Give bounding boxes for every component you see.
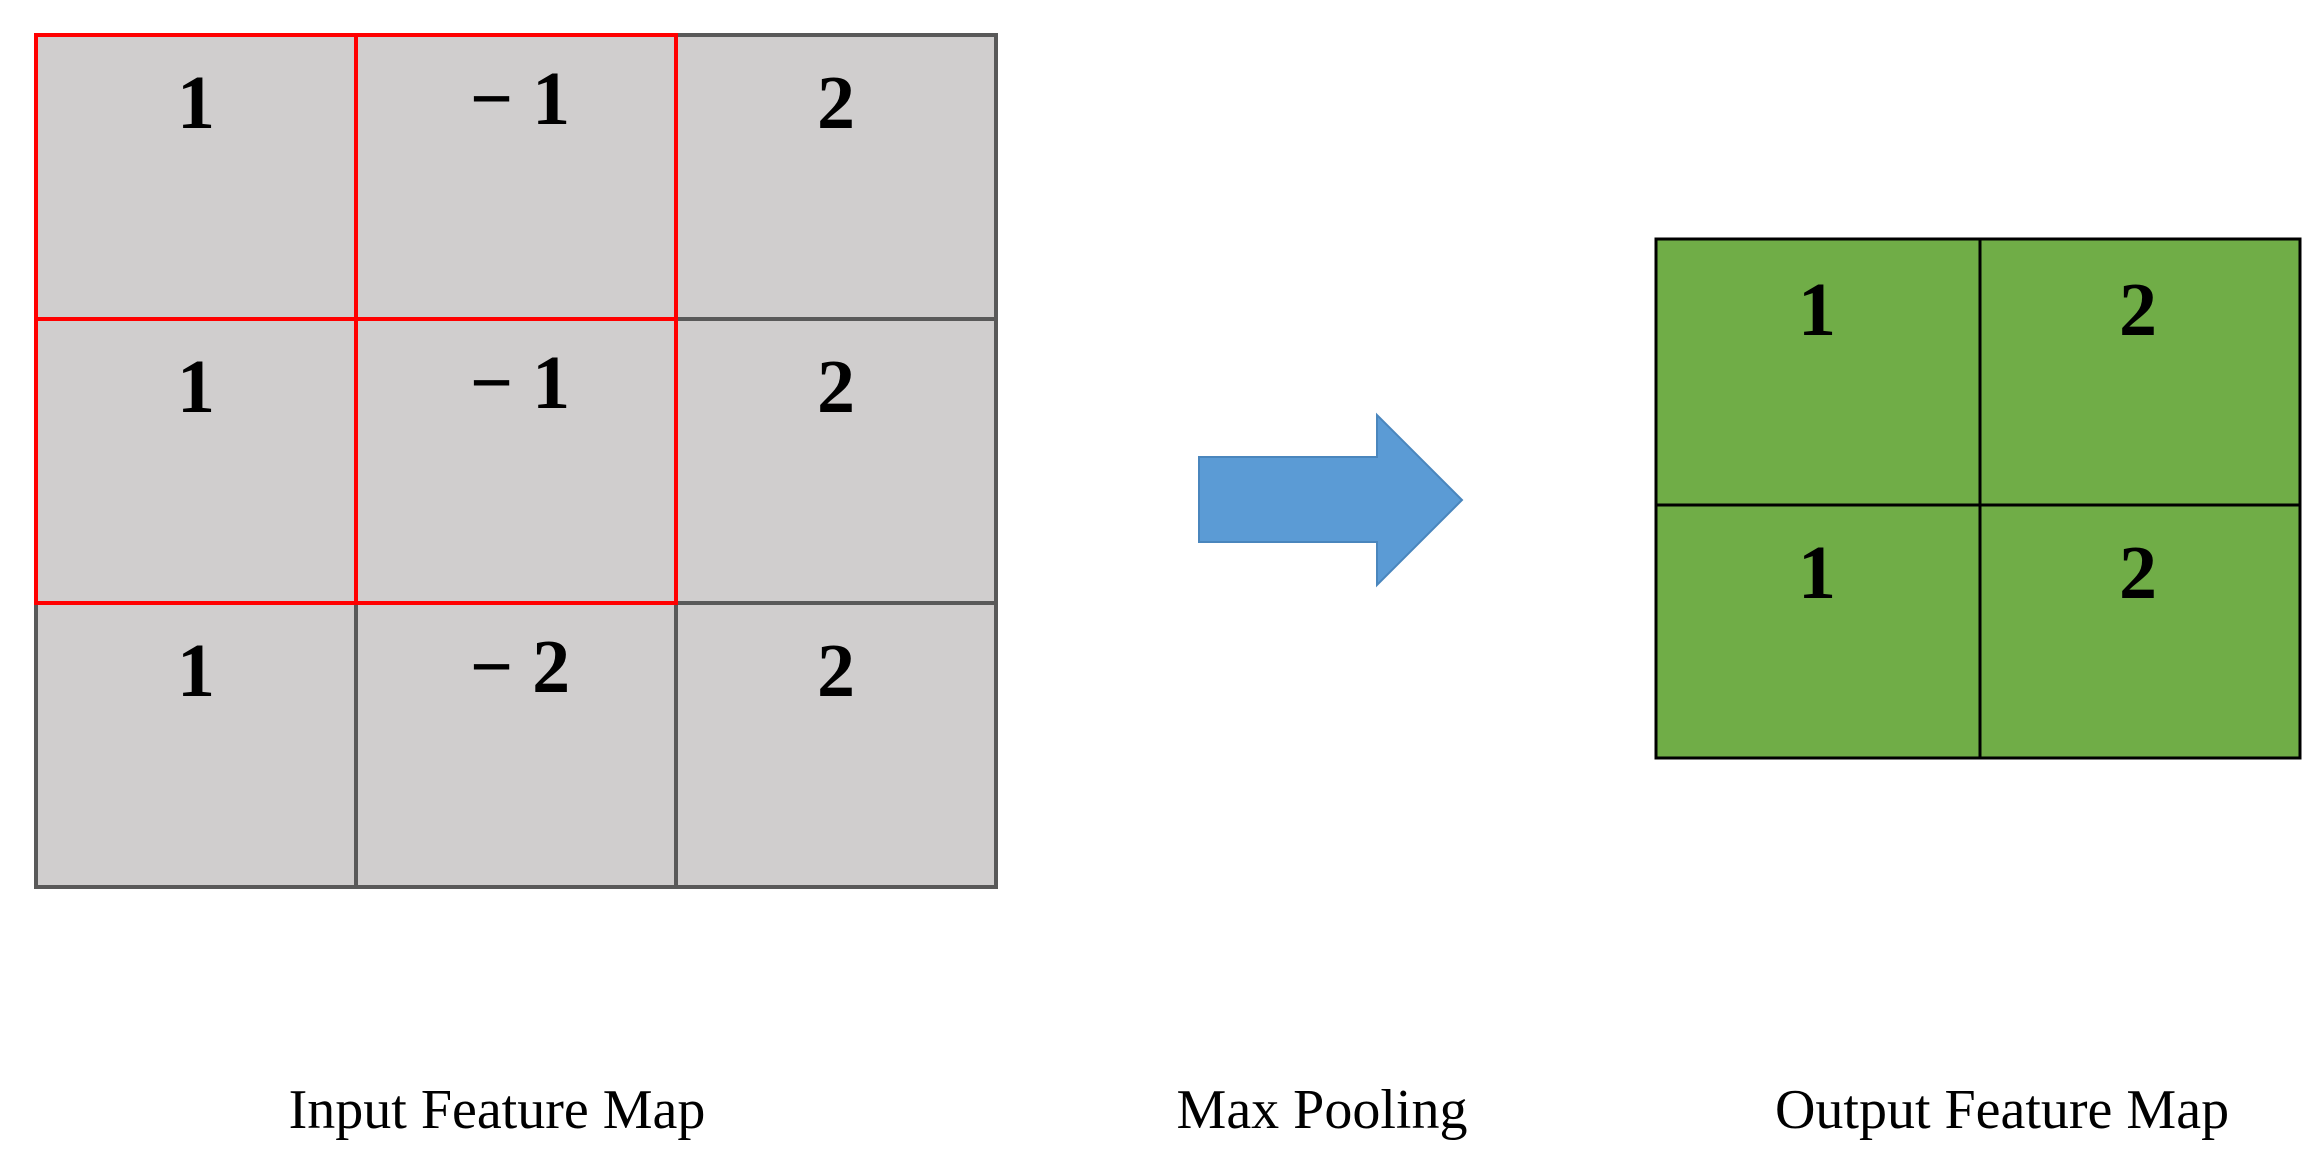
output-map-values: 1 2 1 2 bbox=[1798, 268, 2157, 615]
input-feature-map: 1 − 1 2 1 − 1 2 1 − 2 2 bbox=[34, 33, 998, 889]
output-cell-r2-c1: 1 bbox=[1798, 531, 1836, 615]
output-cell-r1-c1: 1 bbox=[1798, 268, 1836, 352]
input-cell-r3-c1: 1 bbox=[177, 629, 215, 713]
operation-caption: Max Pooling bbox=[1177, 1079, 1468, 1141]
input-cell-r2-c3: 2 bbox=[817, 345, 855, 429]
input-cell-r3-c3: 2 bbox=[817, 629, 855, 713]
output-cell-r1-c2: 2 bbox=[2119, 268, 2157, 352]
output-map-grid bbox=[1654, 237, 2302, 760]
output-map-caption: Output Feature Map bbox=[1775, 1079, 2229, 1141]
input-map-values: 1 − 1 2 1 − 1 2 1 − 2 2 bbox=[177, 57, 855, 713]
input-cell-r2-c2: − 1 bbox=[470, 341, 570, 425]
pooling-arrow-shape bbox=[1198, 412, 1464, 588]
output-map-background bbox=[1656, 239, 2300, 758]
input-cell-r2-c1: 1 bbox=[177, 345, 215, 429]
input-cell-r1-c1: 1 bbox=[177, 61, 215, 145]
input-cell-r1-c3: 2 bbox=[817, 61, 855, 145]
output-feature-map: 1 2 1 2 bbox=[1654, 237, 2302, 760]
input-cell-r3-c2: − 2 bbox=[470, 625, 570, 709]
input-map-background bbox=[36, 35, 996, 887]
pooling-window-highlight bbox=[34, 33, 678, 605]
input-cell-r1-c2: − 1 bbox=[470, 57, 570, 141]
output-map-border bbox=[1654, 237, 2302, 760]
output-cell-r2-c2: 2 bbox=[2119, 531, 2157, 615]
right-arrow-icon bbox=[1198, 412, 1464, 588]
input-map-caption: Input Feature Map bbox=[289, 1079, 706, 1141]
